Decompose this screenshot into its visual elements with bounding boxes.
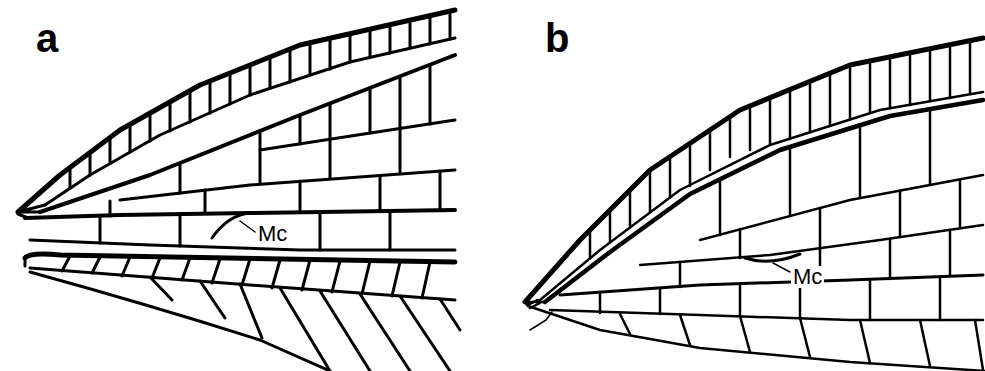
wing-b (525, 38, 985, 371)
wing-a (18, 10, 460, 371)
panel-letter: a (36, 18, 58, 58)
vein-label: Mc (791, 266, 824, 288)
panel-letter: b (545, 18, 569, 58)
vein-label: Mc (256, 223, 289, 245)
